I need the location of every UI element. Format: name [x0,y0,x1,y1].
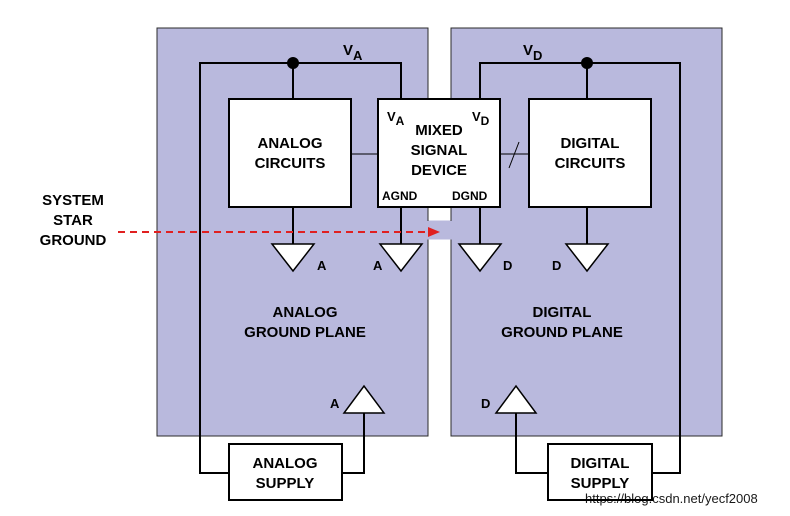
analog-plane-label-2: GROUND PLANE [244,324,366,341]
analog-ground-letter-1: A [317,258,327,273]
dgnd-pin-label: DGND [452,189,488,203]
digital-supply-block: DIGITAL SUPPLY [547,443,653,501]
mixed-signal-device-block: MIXED SIGNAL DEVICE VA VD AGND DGND [377,98,501,208]
digital-circuits-block: DIGITAL CIRCUITS [528,98,652,208]
digital-supply-label-2: SUPPLY [571,475,630,492]
digital-ground-letter-2: D [552,258,561,273]
digital-plane-label-1: DIGITAL [533,304,592,321]
analog-supply-return-wire [342,413,365,474]
analog-plane-label-1: ANALOG [273,304,338,321]
analog-supply-ground-letter: A [330,396,340,411]
dgnd-ground-icon [457,243,503,273]
analog-circuits-label-1: ANALOG [258,135,323,152]
mixed-signal-label-3: DEVICE [411,162,467,179]
analog-supply-block: ANALOG SUPPLY [228,443,343,501]
analog-circuits-ground-icon [270,243,316,273]
digital-plane-label-2: GROUND PLANE [501,324,623,341]
digital-circuits-label-2: CIRCUITS [555,155,626,172]
star-ground-label-1: SYSTEM [42,192,104,209]
analog-circuits-block: ANALOG CIRCUITS [228,98,352,208]
va-pin-label: VA [387,109,405,128]
star-ground-arrowhead-icon [428,227,440,237]
analog-circuits-label-2: CIRCUITS [255,155,326,172]
vd-rail-label: VD [523,42,542,63]
digital-junction-dot [581,57,593,69]
analog-rail-wire [199,62,402,474]
wiring [199,62,681,474]
digital-ground-letter-1: D [503,258,512,273]
agnd-ground-icon [378,243,424,273]
analog-supply-ground-icon [342,384,386,414]
digital-circuits-ground-icon [564,243,610,273]
vd-pin-label: VD [472,109,490,128]
digital-supply-label-1: DIGITAL [571,455,630,472]
agnd-pin-label: AGND [382,189,418,203]
digital-bus-slash [508,141,520,169]
star-ground-label-3: GROUND [40,232,107,249]
analog-junction-dot [287,57,299,69]
analog-supply-label-1: ANALOG [253,455,318,472]
va-rail-label: VA [343,42,363,63]
digital-supply-ground-icon [494,384,538,414]
digital-circuits-label-1: DIGITAL [561,135,620,152]
watermark: https://blog.csdn.net/yecf2008 [585,491,758,506]
digital-supply-ground-letter: D [481,396,490,411]
mixed-signal-label-2: SIGNAL [411,142,468,159]
analog-supply-label-2: SUPPLY [256,475,315,492]
star-ground-label-2: STAR [53,212,93,229]
mixed-signal-label-1: MIXED [415,122,463,139]
ground-symbols [270,243,610,414]
digital-supply-return-wire [515,413,548,474]
analog-ground-letter-2: A [373,258,383,273]
digital-rail-wire [479,62,681,474]
